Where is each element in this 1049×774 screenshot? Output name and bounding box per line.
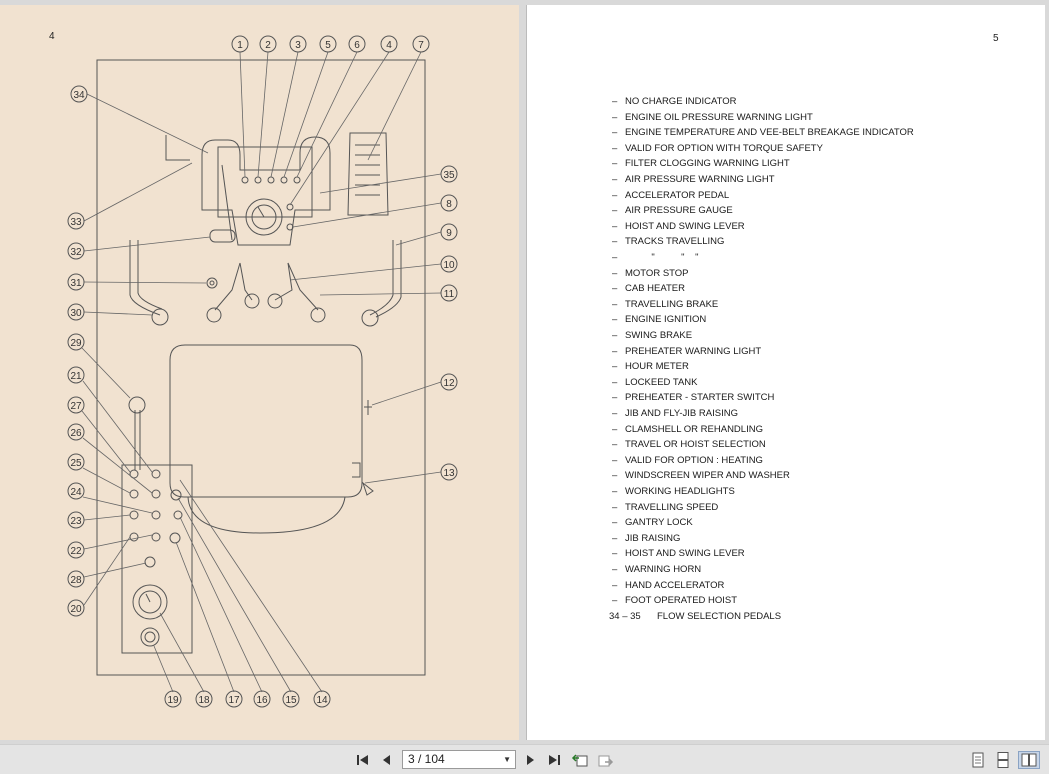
callout: 4 (380, 35, 398, 53)
document-viewer: 4 (0, 0, 1049, 744)
svg-text:4: 4 (386, 40, 392, 51)
callout: 27 (67, 396, 85, 414)
control-layout-diagram: 1 2 3 5 6 4 7 34 35 33 8 32 9 31 10 30 1… (67, 35, 458, 708)
svg-text:35: 35 (443, 170, 455, 181)
callout: 12 (440, 373, 458, 391)
callout: 34 (70, 85, 88, 103)
callout: 18 (195, 690, 213, 708)
callout: 6 (348, 35, 366, 53)
callout: 20 (67, 599, 85, 617)
svg-text:15: 15 (285, 695, 297, 706)
callout: 31 (67, 273, 85, 291)
svg-text:20: 20 (70, 604, 82, 615)
callout: 33 (67, 212, 85, 230)
go-forward-icon[interactable] (597, 751, 615, 769)
callout: 17 (225, 690, 243, 708)
svg-text:21: 21 (70, 371, 82, 382)
svg-text:16: 16 (256, 695, 268, 706)
callout: 10 (440, 255, 458, 273)
callout: 26 (67, 423, 85, 441)
callout: 32 (67, 242, 85, 260)
svg-text:13: 13 (443, 468, 455, 479)
svg-text:17: 17 (228, 695, 240, 706)
callout: 1 (231, 35, 249, 53)
svg-text:7: 7 (418, 40, 424, 51)
last-page-icon[interactable] (545, 751, 563, 769)
svg-text:31: 31 (70, 278, 82, 289)
svg-text:24: 24 (70, 487, 82, 498)
callout: 22 (67, 541, 85, 559)
svg-text:28: 28 (70, 575, 82, 586)
prev-page-icon[interactable] (378, 751, 396, 769)
two-page-view-icon[interactable] (1018, 751, 1040, 769)
callout: 25 (67, 453, 85, 471)
first-page-icon[interactable] (354, 751, 372, 769)
svg-text:33: 33 (70, 217, 82, 228)
svg-text:19: 19 (167, 695, 179, 706)
single-page-view-icon[interactable] (969, 751, 987, 769)
callout: 19 (164, 690, 182, 708)
svg-text:1: 1 (237, 40, 243, 51)
svg-text:26: 26 (70, 428, 82, 439)
svg-text:22: 22 (70, 546, 82, 557)
callout: 7 (412, 35, 430, 53)
page-number-select[interactable]: 3 / 104 ▼ (402, 750, 516, 769)
callout-markers: 1 2 3 5 6 4 7 34 35 33 8 32 9 31 10 30 1… (67, 35, 458, 708)
callout: 3 (289, 35, 307, 53)
svg-text:27: 27 (70, 401, 82, 412)
callout: 16 (253, 690, 271, 708)
callout: 23 (67, 511, 85, 529)
continuous-view-icon[interactable] (994, 751, 1012, 769)
svg-text:2: 2 (265, 40, 271, 51)
svg-text:12: 12 (443, 378, 455, 389)
viewer-toolbar: 3 / 104 ▼ (0, 744, 1049, 774)
svg-text:32: 32 (70, 247, 82, 258)
callout: 28 (67, 570, 85, 588)
callout: 24 (67, 482, 85, 500)
page-5: 5 1–NO CHARGE INDICATOR 2–ENGINE OIL PRE… (526, 5, 1045, 740)
svg-text:29: 29 (70, 338, 82, 349)
callout: 8 (440, 194, 458, 212)
svg-text:18: 18 (198, 695, 210, 706)
page-4: 4 (0, 5, 519, 740)
svg-text:30: 30 (70, 308, 82, 319)
callout: 13 (440, 463, 458, 481)
page-indicator: 3 / 104 (408, 752, 445, 766)
svg-text:6: 6 (354, 40, 360, 51)
go-back-icon[interactable] (571, 751, 589, 769)
callout: 30 (67, 303, 85, 321)
callout: 29 (67, 333, 85, 351)
svg-text:9: 9 (446, 228, 452, 239)
page-number: 5 (993, 33, 999, 44)
page-number: 4 (49, 31, 55, 42)
callout: 2 (259, 35, 277, 53)
chevron-down-icon: ▼ (503, 755, 511, 764)
callout: 9 (440, 223, 458, 241)
svg-text:14: 14 (316, 695, 328, 706)
svg-text:5: 5 (325, 40, 331, 51)
svg-text:3: 3 (295, 40, 301, 51)
callout: 35 (440, 165, 458, 183)
callout: 14 (313, 690, 331, 708)
svg-text:23: 23 (70, 516, 82, 527)
callout: 21 (67, 366, 85, 384)
callout: 11 (440, 284, 458, 302)
svg-text:11: 11 (444, 289, 455, 300)
callout: 5 (319, 35, 337, 53)
svg-text:25: 25 (70, 458, 82, 469)
svg-text:10: 10 (443, 260, 455, 271)
svg-text:8: 8 (446, 199, 452, 210)
next-page-icon[interactable] (521, 751, 539, 769)
callout: 15 (282, 690, 300, 708)
svg-text:34: 34 (73, 90, 85, 101)
